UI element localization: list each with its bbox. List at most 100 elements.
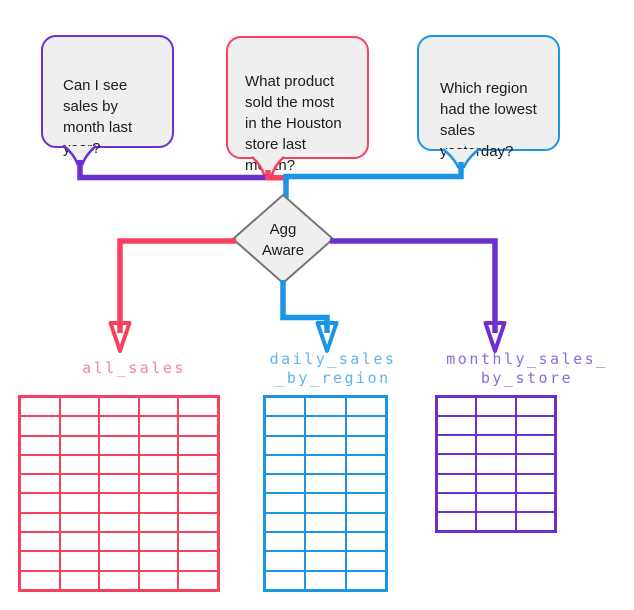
table-cell [477,512,515,530]
table-cell [346,455,385,474]
table-cell [266,513,305,532]
table-cell [346,398,385,416]
table-cell [60,513,99,532]
table-cell [346,494,385,512]
table-cell [100,475,138,493]
table-cell [266,552,305,570]
table-cell [139,513,178,532]
table-cell [139,455,178,474]
table-cell [477,417,515,435]
table-cell [346,533,385,551]
table-cell [179,475,217,493]
table-cell [477,493,515,511]
table-cell [346,552,385,570]
speech-bubble-sales-by-month: Can I see sales by month last year? [41,35,174,157]
wire-blue-in [283,162,464,198]
table-cell [438,474,476,492]
table-cell [179,398,217,416]
table-cell [516,512,554,530]
table-cell [21,571,59,589]
table-cell [139,398,178,416]
table-cell [516,417,554,435]
table-label-monthly-sales-by-store: monthly_sales_ by_store [446,350,608,387]
table-cell [21,533,59,551]
table-cell [438,417,476,435]
table-cell [516,455,554,473]
table-cell [60,398,99,416]
table-cell [266,417,305,435]
table-cell [306,417,345,435]
table-cell [438,436,476,454]
table-cell [266,475,305,493]
table-daily-sales-by-region [263,395,388,592]
table-cell [21,436,59,454]
decision-diamond-label: Agg Aware [261,221,305,259]
table-cell [179,533,217,551]
table-cell [179,552,217,570]
table-cell [100,571,138,589]
arrowhead-pink [108,321,132,353]
table-cell [139,417,178,435]
table-cell [100,417,138,435]
table-cell [306,513,345,532]
table-cell [60,571,99,589]
table-cell [100,398,138,416]
table-cell [306,494,345,512]
table-cell [477,398,515,416]
table-cell [306,533,345,551]
table-cell [139,571,178,589]
table-cell [266,455,305,474]
table-cell [21,398,59,416]
table-cell [179,513,217,532]
table-cell [266,494,305,512]
table-cell [179,455,217,474]
table-cell [516,474,554,492]
table-cell [266,571,305,589]
speech-bubble-text: Can I see sales by month last year? [63,77,133,157]
table-cell [346,513,385,532]
table-cell [179,417,217,435]
arrowhead-blue [315,321,339,353]
table-cell [21,552,59,570]
table-cell [139,533,178,551]
table-cell [306,571,345,589]
table-cell [306,398,345,416]
table-cell [477,474,515,492]
table-cell [60,436,99,454]
table-cell [266,436,305,454]
table-cell [21,417,59,435]
table-cell [346,417,385,435]
table-cell [21,475,59,493]
table-cell [60,455,99,474]
table-monthly-sales-by-store [435,395,557,533]
table-cell [60,552,99,570]
table-label-daily-sales-by-region: daily_sales _by_region [269,350,397,387]
wire-blue-out [280,280,330,333]
speech-bubble-text: Which region had the lowest sales yester… [440,80,537,160]
table-cell [179,571,217,589]
table-cell [21,455,59,474]
table-cell [139,494,178,512]
table-cell [60,533,99,551]
speech-bubble-product-houston: What product sold the most in the Housto… [226,36,369,174]
table-cell [21,494,59,512]
arrowhead-purple [483,321,507,353]
speech-bubble-text: What product sold the most in the Housto… [245,73,342,174]
table-cell [346,571,385,589]
table-cell [21,513,59,532]
table-cell [477,455,515,473]
table-cell [100,533,138,551]
table-cell [100,436,138,454]
table-cell [438,398,476,416]
table-cell [139,552,178,570]
table-cell [438,512,476,530]
table-cell [438,455,476,473]
table-cell [516,436,554,454]
table-cell [100,455,138,474]
wire-pink-out [117,238,236,333]
table-cell [60,494,99,512]
table-cell [306,552,345,570]
table-cell [346,475,385,493]
table-cell [266,533,305,551]
